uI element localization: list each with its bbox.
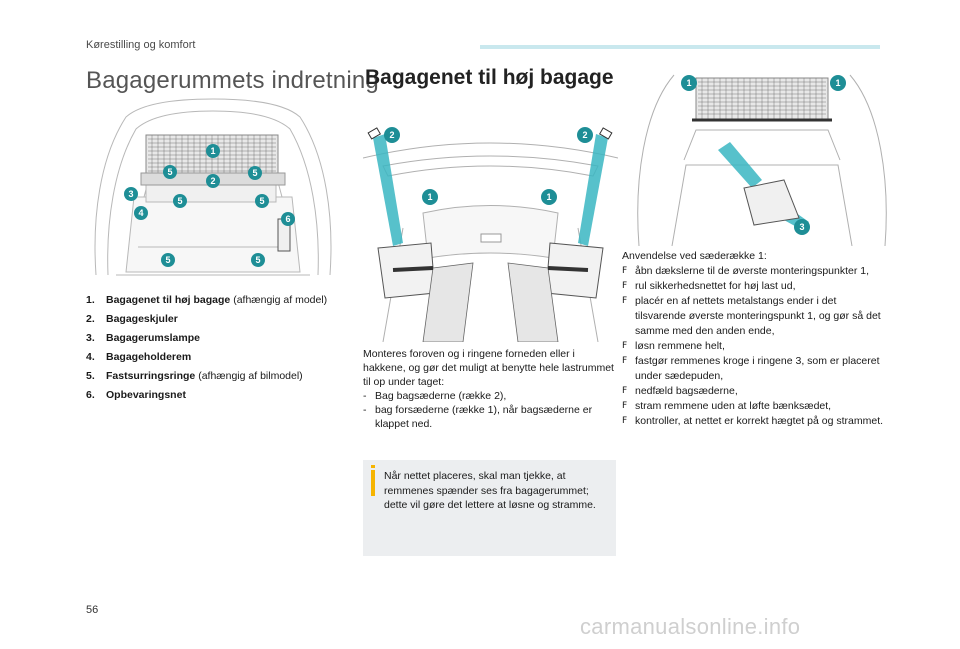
callout-5: 5 — [161, 253, 175, 267]
callout-3: 3 — [124, 187, 138, 201]
svg-text:2: 2 — [582, 130, 587, 140]
fig2-callouts: 2 2 1 1 — [384, 127, 593, 205]
checkbox-marker-icon: F — [622, 386, 628, 396]
checkbox-marker-icon: F — [622, 356, 628, 366]
svg-text:6: 6 — [285, 214, 290, 224]
section-header: Kørestilling og komfort — [86, 39, 196, 51]
svg-text:5: 5 — [177, 196, 182, 206]
legend-item: 1.Bagagenet til høj bagage (afhængig af … — [86, 294, 328, 306]
net-installed-illustration: 1 1 3 — [634, 70, 890, 246]
info-icon-bar — [371, 470, 375, 496]
header-accent-bar — [480, 45, 880, 49]
callout-4: 4 — [134, 206, 148, 220]
fig3-callouts: 1 1 3 — [681, 75, 846, 235]
checkbox-marker-icon: F — [622, 281, 628, 291]
callout-1: 1 — [422, 189, 438, 205]
svg-text:5: 5 — [165, 255, 170, 265]
callout-1: 1 — [541, 189, 557, 205]
watermark: carmanualsonline.info — [580, 614, 801, 639]
legend-item: 6.Opbevaringsnet — [86, 389, 186, 401]
mounting-intro: Monteres foroven og i ringene forneden e… — [363, 348, 614, 388]
svg-text:2: 2 — [210, 176, 215, 186]
svg-text:5: 5 — [167, 167, 172, 177]
svg-text:1: 1 — [686, 78, 691, 88]
checkbox-marker-icon: F — [622, 296, 628, 306]
svg-text:5: 5 — [252, 168, 257, 178]
page-number: 56 — [86, 604, 99, 616]
checkbox-marker-icon: F — [622, 266, 628, 276]
component-legend: 1.Bagagenet til høj bagage (afhængig af … — [86, 293, 356, 407]
fig1-callouts: 1 2 3 4 5 5 5 5 5 5 6 — [124, 144, 295, 267]
legend-item: 5.Fastsurringsringe (afhængig af bilmode… — [86, 370, 303, 382]
svg-text:1: 1 — [210, 146, 215, 156]
page-title: Bagagerummets indretning — [86, 67, 379, 94]
svg-text:5: 5 — [259, 196, 264, 206]
svg-text:2: 2 — [389, 130, 394, 140]
svg-text:1: 1 — [546, 192, 551, 202]
list-item: -bag forsæderne (række 1), når bagsædern… — [363, 404, 593, 430]
callout-1: 1 — [681, 75, 697, 91]
legend-item: 4.Bagageholderem — [86, 351, 192, 363]
info-note-text: Når nettet placeres, skal man tjekke, at… — [384, 470, 596, 511]
mounting-points-illustration: 2 2 1 1 — [363, 118, 618, 342]
svg-text:3: 3 — [128, 189, 133, 199]
callout-6: 6 — [281, 212, 295, 226]
callout-2: 2 — [577, 127, 593, 143]
callout-5: 5 — [173, 194, 187, 208]
legend-item: 2.Bagageskjuler — [86, 313, 178, 325]
mounting-description: Monteres foroven og i ringene forneden e… — [363, 347, 618, 431]
callout-1: 1 — [206, 144, 220, 158]
info-icon — [371, 465, 375, 468]
callout-5: 5 — [248, 166, 262, 180]
callout-2: 2 — [206, 174, 220, 188]
callout-1: 1 — [830, 75, 846, 91]
svg-text:5: 5 — [255, 255, 260, 265]
legend-item: 3.Bagagerumslampe — [86, 332, 200, 344]
checkbox-marker-icon: F — [622, 341, 628, 351]
info-note-box — [363, 460, 616, 556]
callout-2: 2 — [384, 127, 400, 143]
callout-5: 5 — [251, 253, 265, 267]
svg-text:1: 1 — [427, 192, 432, 202]
svg-text:1: 1 — [835, 78, 840, 88]
callout-5: 5 — [255, 194, 269, 208]
checkbox-marker-icon: F — [622, 416, 628, 426]
section-subtitle: Bagagenet til høj bagage — [365, 66, 614, 89]
svg-text:4: 4 — [138, 208, 143, 218]
svg-text:3: 3 — [799, 222, 804, 232]
usage-intro: Anvendelse ved sæderække 1: — [622, 250, 767, 262]
list-item: -Bag bagsæderne (række 2), — [363, 390, 507, 402]
checkbox-marker-icon: F — [622, 401, 628, 411]
callout-3: 3 — [794, 219, 810, 235]
callout-5: 5 — [163, 165, 177, 179]
trunk-overview-illustration: 1 2 3 4 5 5 5 5 5 5 6 — [86, 97, 340, 278]
